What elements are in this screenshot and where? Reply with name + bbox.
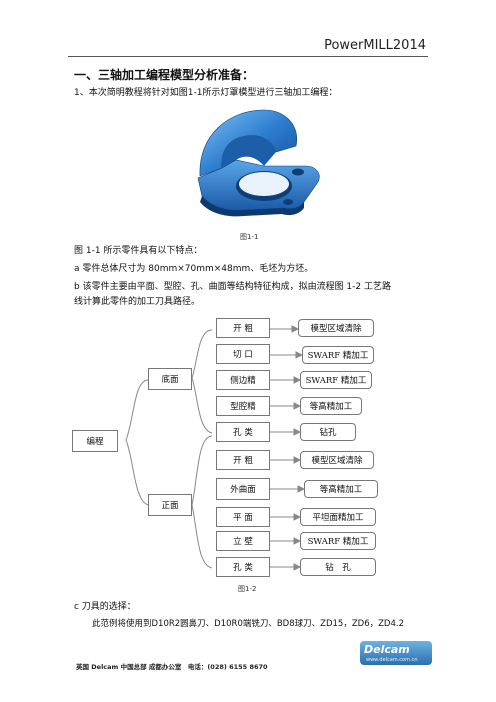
features-title: 图 1-1 所示零件具有以下特点： xyxy=(74,246,203,256)
flow-operation-node: 等高精加工 xyxy=(300,397,362,415)
delcam-logo-url: www.delcam.com.cn xyxy=(366,657,418,663)
flow-feature-node: 立 壁 xyxy=(216,531,270,551)
section-heading: 一、三轴加工编程模型分析准备： xyxy=(74,68,255,82)
flow-operation-node: 钻孔 xyxy=(300,423,356,441)
lampshade-model-image xyxy=(197,109,320,217)
flow-operation-node: SWARF 精加工 xyxy=(302,346,374,364)
flow-feature-node: 平 面 xyxy=(216,507,270,527)
intro-text: 1、本次简明教程将针对如图1-1所示灯罩模型进行三轴加工编程： xyxy=(74,88,338,98)
delcam-logo xyxy=(360,641,432,665)
flow-operation-node: 钻 孔 xyxy=(300,558,376,576)
flow-operation-node: SWARF 精加工 xyxy=(300,371,372,389)
figure1-caption: 图1-1 xyxy=(240,233,259,241)
flow-operation-node: SWARF 精加工 xyxy=(300,532,376,550)
delcam-logo-name: Delcam xyxy=(364,643,410,656)
tools-title: c 刀具的选择： xyxy=(74,602,136,612)
flow-operation-node: 模型区域清除 xyxy=(298,319,374,337)
flow-feature-node: 外曲面 xyxy=(216,478,270,500)
feature-b-line2: 线计算此零件的加工刀具路径。 xyxy=(74,297,201,307)
header-rule xyxy=(68,56,428,57)
flow-group-front: 正面 xyxy=(148,494,192,516)
flow-operation-node: 模型区域清除 xyxy=(300,451,374,469)
flow-feature-node: 开 粗 xyxy=(216,318,270,338)
flow-operation-node: 平坦面精加工 xyxy=(300,508,376,526)
tools-text: 此范例将使用到D10R2圆鼻刀、D10R0端铣刀、BD8球刀、ZD15，ZD6，… xyxy=(92,619,404,629)
feature-b-line1: b 该零件主要由平面、型腔、孔、曲面等结构特征构成，拟由流程图 1-2 工艺路 xyxy=(74,282,391,292)
flow-group-bottom: 底面 xyxy=(148,368,192,390)
flow-feature-node: 切 口 xyxy=(216,344,270,364)
header-title: PowerMILL2014 xyxy=(324,38,426,53)
figure2-caption: 图1-2 xyxy=(238,585,257,593)
flow-feature-node: 孔 类 xyxy=(216,422,270,442)
feature-a: a 零件总体尺寸为 80mm×70mm×48mm、毛坯为方坯。 xyxy=(74,264,314,274)
flow-root-node: 编程 xyxy=(72,430,118,452)
flow-feature-node: 孔 类 xyxy=(216,557,270,577)
flow-operation-node: 等高精加工 xyxy=(304,480,378,498)
flow-feature-node: 型腔精 xyxy=(216,396,270,416)
flow-feature-node: 开 粗 xyxy=(216,450,270,470)
footer-contact: 英国 Delcam 中国总部 成都办公室 电话：(028) 6155 8670 xyxy=(76,663,268,671)
flow-feature-node: 侧边精 xyxy=(216,370,270,390)
